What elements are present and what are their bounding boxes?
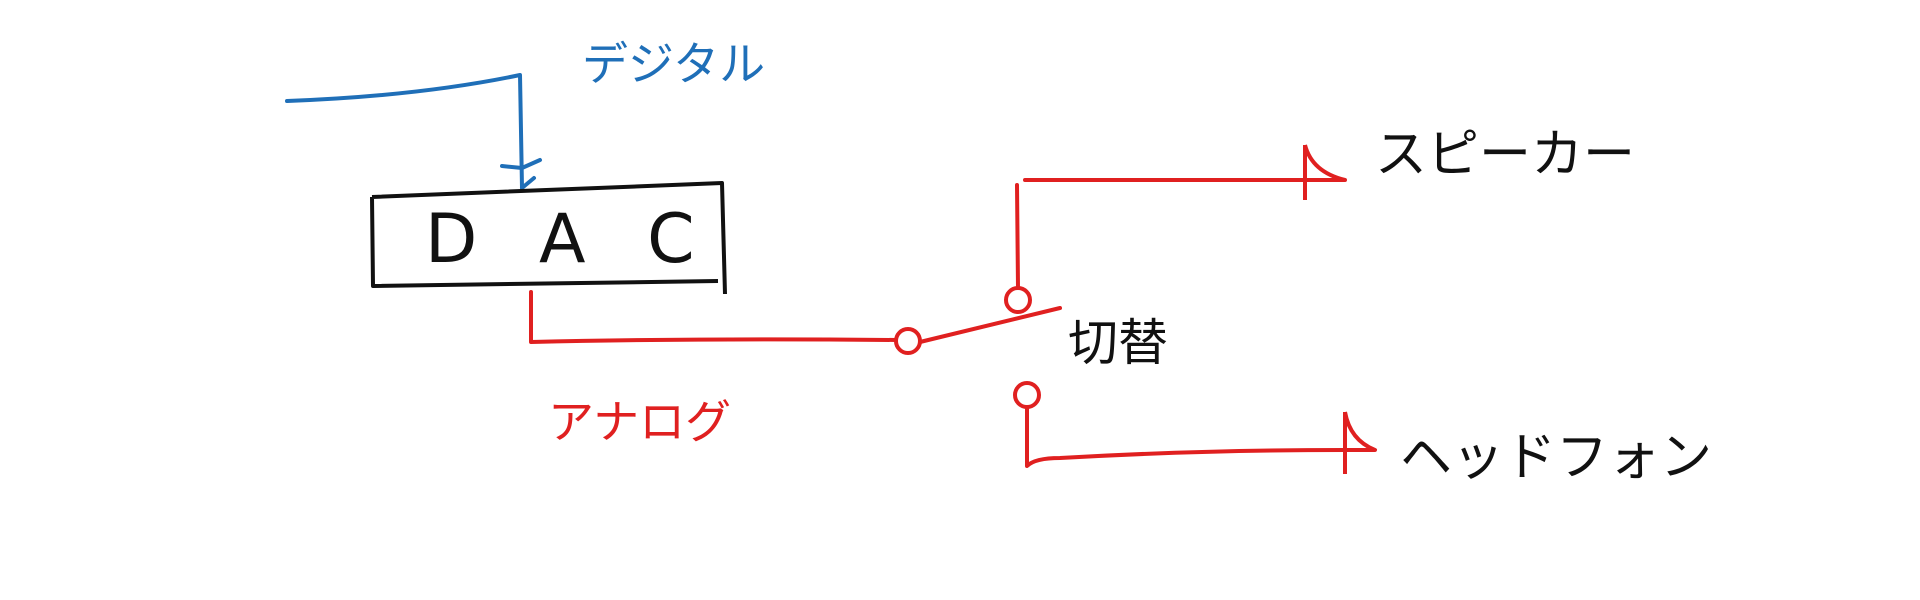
dac-label: D A C <box>425 200 715 279</box>
digital-input-line <box>285 73 524 190</box>
analog-line <box>529 290 898 344</box>
headphone-jack-icon <box>1343 411 1377 474</box>
speaker-terminal <box>1004 286 1032 314</box>
speaker-label: スピーカー <box>1375 125 1635 185</box>
switch-label: 切替 <box>1068 314 1168 372</box>
headphone-line <box>1025 405 1347 468</box>
analog-label: アナログ <box>548 395 731 449</box>
dac-box <box>370 181 727 295</box>
digital-label: デジタル <box>582 37 765 91</box>
speaker-jack-icon <box>1303 144 1346 200</box>
speaker-line <box>1015 178 1347 290</box>
headphone-terminal <box>1013 381 1041 409</box>
digital-arrow-icon <box>500 158 542 190</box>
switch-lever <box>918 306 1062 344</box>
headphone-label: ヘッドフォン <box>1400 428 1712 488</box>
switch-input-terminal <box>894 327 922 355</box>
